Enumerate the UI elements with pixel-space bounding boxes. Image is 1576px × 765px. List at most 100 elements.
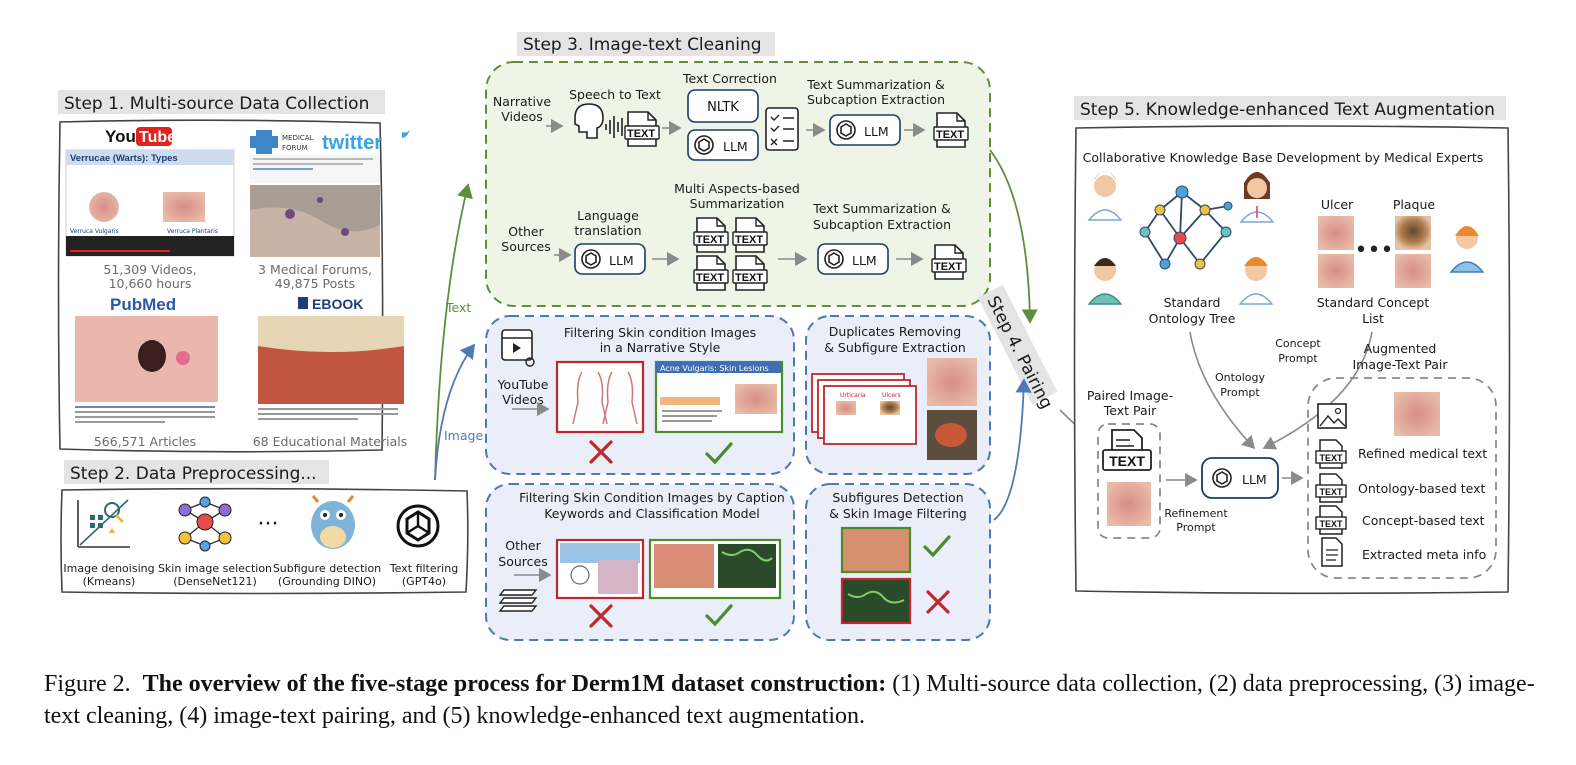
svg-text:TEXT: TEXT	[1319, 519, 1343, 529]
nltk-box	[687, 89, 759, 123]
row2-llm2-box	[817, 243, 889, 275]
step2-item3-line2: (Grounding DINO)	[278, 575, 376, 588]
ulcer-image-2	[1318, 254, 1354, 288]
step5-subtitle: Collaborative Knowledge Base Development…	[1083, 150, 1484, 165]
step4-title: Step 4. Pairing	[982, 293, 1056, 412]
step2-item2-line1: Skin image selection	[158, 562, 272, 575]
tree-label-line2: Ontology Tree	[1149, 311, 1236, 326]
paired-text-doc-icon: TEXT	[1102, 429, 1152, 471]
figure-caption: Figure 2. The overview of the five-stage…	[44, 668, 1544, 732]
pipeline-diagram: Step 1. Multi-source Data Collection You…	[57, 32, 1511, 641]
caption-filter-title-line1: Filtering Skin Condition Images by Capti…	[519, 490, 785, 505]
step2-ellipsis: ···	[258, 512, 279, 537]
lang-line2: translation	[574, 223, 641, 238]
step2-item4-line2: (GPT4o)	[402, 575, 446, 588]
text-to-pairing-arrow	[989, 149, 1038, 324]
forum-logo-forum: FORUM	[282, 144, 308, 152]
svg-text:TEXT: TEXT	[735, 234, 763, 246]
step2-item1-line1: Image denoising	[63, 562, 154, 575]
youtube-source: You Tube Verrucae (Warts): Types Verruca…	[65, 127, 235, 291]
step2-item4-line1: Text filtering	[389, 562, 458, 575]
image-to-pairing-arrow	[993, 378, 1032, 521]
concept-ellipsis: •••	[1355, 238, 1394, 263]
row2-llm1-label: LLM	[609, 253, 634, 268]
yt-filter-title-line2: in a Narrative Style	[600, 340, 721, 355]
step3-panel: Step 3. Image-text Cleaning Narrative Vi…	[485, 32, 991, 641]
row2-llm1-box	[574, 243, 646, 275]
svg-text:TEXT: TEXT	[627, 128, 655, 140]
step3-title-bg	[517, 32, 775, 56]
ontology-prompt-line2: Prompt	[1220, 386, 1260, 399]
plaque-image-2	[1395, 254, 1431, 288]
dino-icon	[311, 495, 355, 549]
extracted-subfigure-1	[927, 358, 977, 406]
caption-source-line2: Sources	[498, 554, 547, 569]
svg-text:TEXT: TEXT	[1319, 487, 1343, 497]
speech-to-text-icon: TEXT	[574, 103, 660, 147]
step5-llm-label: LLM	[1242, 472, 1267, 487]
output-refined: Refined medical text	[1358, 446, 1487, 461]
concept-prompt-line2: Prompt	[1278, 352, 1318, 365]
subfig-title-line1: Subfigures Detection	[832, 490, 963, 505]
caption-filter-title-line2: Keywords and Classification Model	[544, 506, 760, 521]
concept-plaque: Plaque	[1393, 197, 1436, 212]
nltk-label: NLTK	[707, 100, 739, 115]
row1-output-badge: TEXT	[936, 129, 964, 141]
acne-slide-title: Acne Vulgaris: Skin Lesions	[660, 364, 769, 373]
output-ontology: Ontology-based text	[1358, 481, 1486, 496]
side-label-text: Text	[445, 300, 471, 315]
meta-doc-icon	[1321, 537, 1343, 567]
pubmed-source: PubMed 566,571 Articles	[75, 295, 218, 449]
aug-label-line2: Image-Text Pair	[1352, 357, 1448, 372]
row1-source-line1: Narrative	[493, 94, 552, 109]
forum-stat-1: 3 Medical Forums,	[258, 262, 372, 277]
slide-ulcers: Ulcers	[882, 392, 901, 399]
youtube-logo-tube: Tube	[139, 129, 176, 146]
row2-llm2-label: LLM	[852, 253, 877, 268]
yt-filter-title-line1: Filtering Skin condition Images	[564, 325, 756, 340]
step2-frame	[60, 487, 469, 595]
checklist-icon	[765, 107, 799, 151]
step2-item2-line2: (DenseNet121)	[173, 575, 257, 588]
output-doc-icon-1: TEXT	[1315, 439, 1347, 469]
plaque-image-1	[1395, 216, 1431, 250]
pubmed-logo: PubMed	[110, 295, 176, 314]
concept-prompt-line1: Concept	[1275, 337, 1321, 350]
concept-prompt-arrow	[1262, 331, 1373, 450]
row1-source-line2: Videos	[501, 109, 543, 124]
yt-source-line2: Videos	[502, 392, 544, 407]
doctor-icon-4	[1238, 257, 1274, 305]
svg-text:TEXT: TEXT	[1109, 453, 1145, 469]
row2-source-line1: Other	[508, 224, 544, 239]
yt-source-line1: YouTube	[497, 377, 549, 392]
row2-summ-line1: Text Summarization &	[812, 201, 951, 216]
row2-summ-line2: Subcaption Extraction	[813, 217, 951, 232]
svg-text:TEXT: TEXT	[696, 234, 724, 246]
lang-line1: Language	[577, 208, 639, 223]
ontology-prompt-arrow	[1189, 331, 1256, 450]
caption-source-line1: Other	[505, 538, 541, 553]
dup-title-line1: Duplicates Removing	[829, 324, 961, 339]
image-route-arrow	[434, 343, 476, 481]
step1-title-bg	[58, 90, 385, 114]
forum-source: MEDICAL FORUM twitter 3 Medical Forums, …	[250, 129, 410, 291]
row1-llm1-label: LLM	[723, 139, 748, 154]
output-concept: Concept-based text	[1362, 513, 1485, 528]
text-route-arrow	[434, 183, 473, 481]
step1-title: Step 1. Multi-source Data Collection	[64, 94, 369, 114]
row2-source-line2: Sources	[501, 239, 550, 254]
speech-to-text-label: Speech to Text	[569, 87, 661, 102]
step5-title: Step 5. Knowledge-enhanced Text Augmenta…	[1080, 100, 1495, 120]
refine-prompt-line1: Refinement	[1164, 507, 1228, 520]
step5-panel: Step 5. Knowledge-enhanced Text Augmenta…	[1073, 96, 1511, 595]
output-meta: Extracted meta info	[1362, 547, 1486, 562]
paired-pair-frame	[1097, 423, 1161, 539]
row1-llm1-box	[687, 129, 759, 161]
network-icon	[178, 496, 232, 552]
svg-text:TEXT: TEXT	[696, 272, 724, 284]
youtube-logo-box	[136, 127, 172, 146]
subfig-title-line2: & Skin Image Filtering	[829, 506, 967, 521]
concept-ulcer: Ulcer	[1321, 197, 1354, 212]
concept-list-line2: List	[1362, 311, 1384, 326]
doctor-icon-1	[1087, 171, 1123, 221]
